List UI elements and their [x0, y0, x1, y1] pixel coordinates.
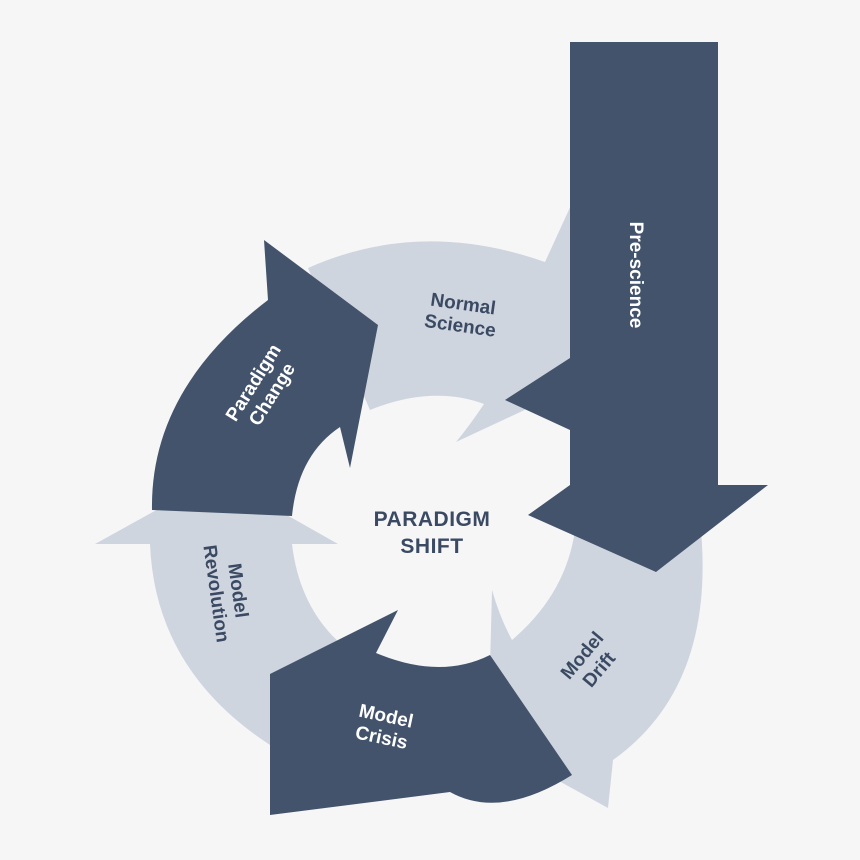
- center-title-line1: PARADIGM: [374, 508, 491, 531]
- pre-science-arrow-join: [505, 358, 570, 430]
- model-crisis-arrow: [270, 610, 572, 815]
- paradigm-change-arrow: [151, 240, 378, 516]
- pre-science-label: Pre-science: [625, 222, 646, 329]
- center-title-line2: SHIFT: [400, 535, 463, 558]
- normal-science-arrow: [308, 190, 578, 442]
- pre-science-arrow: [505, 42, 768, 572]
